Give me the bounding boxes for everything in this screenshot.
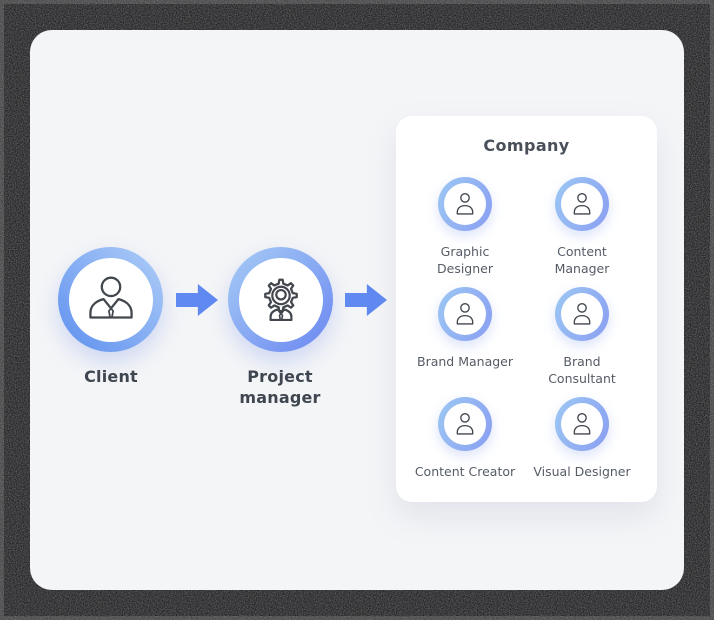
member-content-creator: Content Creator bbox=[400, 397, 530, 480]
user-icon bbox=[573, 303, 591, 325]
member-graphic-designer: Graphic Designer bbox=[400, 177, 530, 277]
member-label: Content Creator bbox=[414, 464, 516, 479]
gear-person-icon bbox=[263, 278, 298, 321]
project-manager-node bbox=[228, 247, 333, 352]
company-panel: Company Graphic Designer bbox=[396, 116, 657, 502]
member-circle bbox=[555, 397, 609, 451]
member-brand-consultant: Brand Consultant bbox=[517, 287, 647, 387]
client-node bbox=[58, 247, 163, 352]
user-icon bbox=[573, 193, 591, 215]
member-label: Brand Manager bbox=[417, 354, 513, 369]
user-icon bbox=[456, 413, 474, 435]
member-label: Graphic Designer bbox=[437, 244, 493, 276]
member-label: Content Manager bbox=[554, 244, 610, 276]
arrow-right-icon bbox=[176, 284, 218, 316]
company-title: Company bbox=[483, 136, 570, 155]
businessman-icon bbox=[88, 276, 133, 319]
project-manager-label: Project manager bbox=[239, 367, 321, 407]
member-label: Brand Consultant bbox=[548, 354, 616, 386]
client-node-inner bbox=[68, 257, 153, 342]
client-label: Client bbox=[84, 367, 138, 386]
arrow-right-icon bbox=[345, 284, 387, 316]
member-circle bbox=[438, 177, 492, 231]
user-icon bbox=[573, 413, 591, 435]
member-brand-manager: Brand Manager bbox=[400, 287, 530, 370]
member-circle bbox=[555, 287, 609, 341]
member-circle bbox=[438, 287, 492, 341]
member-content-manager: Content Manager bbox=[517, 177, 647, 277]
member-circle bbox=[438, 397, 492, 451]
project-manager-node-inner bbox=[238, 257, 323, 342]
user-icon bbox=[456, 193, 474, 215]
diagram-canvas: Client Project manager Company bbox=[30, 30, 684, 590]
user-icon bbox=[456, 303, 474, 325]
member-visual-designer: Visual Designer bbox=[517, 397, 647, 480]
member-circle bbox=[555, 177, 609, 231]
member-label: Visual Designer bbox=[533, 464, 631, 479]
